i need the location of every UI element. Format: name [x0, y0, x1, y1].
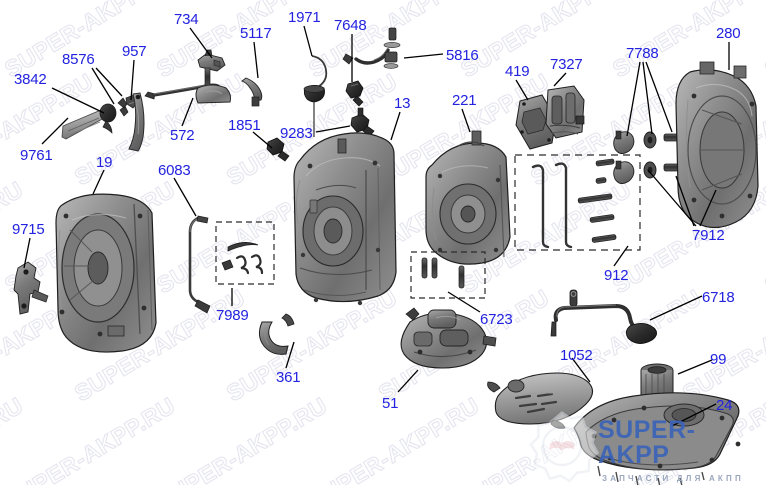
- part-912-bolt-and-pin-kit: [514, 154, 641, 251]
- part-13-main-transmission-case: [293, 132, 397, 306]
- callout-label-7327[interactable]: 7327: [550, 56, 583, 73]
- callout-label-7788[interactable]: 7788: [626, 45, 659, 62]
- callout-label-419[interactable]: 419: [505, 63, 530, 80]
- callout-label-1851[interactable]: 1851: [228, 117, 261, 134]
- callout-label-7912[interactable]: 7912: [692, 227, 725, 244]
- part-957-curved-lever-arm: [128, 92, 145, 152]
- callout-label-9283[interactable]: 9283: [280, 125, 313, 142]
- callout-label-19[interactable]: 19: [96, 154, 113, 171]
- callout-label-572[interactable]: 572: [170, 127, 195, 144]
- callout-label-957[interactable]: 957: [122, 43, 147, 60]
- part-9283-range-sensor: [350, 107, 375, 137]
- callout-label-8576[interactable]: 8576: [62, 51, 95, 68]
- callout-label-734[interactable]: 734: [174, 11, 199, 28]
- callout-label-280[interactable]: 280: [716, 25, 741, 42]
- callout-label-7648[interactable]: 7648: [334, 17, 367, 34]
- part-6718-oil-pickup-tube: [550, 289, 657, 344]
- callout-label-361[interactable]: 361: [276, 369, 301, 386]
- part-5117-park-pawl: [241, 77, 263, 107]
- callout-label-9761[interactable]: 9761: [20, 147, 53, 164]
- part-5816-breather-tube-assembly: [342, 27, 401, 69]
- callout-label-7989[interactable]: 7989: [216, 307, 249, 324]
- callout-label-99[interactable]: 99: [710, 351, 727, 368]
- callout-label-221[interactable]: 221: [452, 92, 477, 109]
- part-221-rear-case-half: [425, 130, 511, 265]
- part-7989-small-clip-kit: [215, 221, 275, 285]
- part-6083-oil-feed-tube: [188, 215, 211, 314]
- callout-label-6723[interactable]: 6723: [480, 311, 513, 328]
- part-6723-dowel-pin-set: [410, 251, 486, 299]
- callout-label-51[interactable]: 51: [382, 395, 399, 412]
- callout-label-912[interactable]: 912: [604, 267, 629, 284]
- part-9715-shift-bracket: [13, 261, 49, 315]
- callout-label-6718[interactable]: 6718: [702, 289, 735, 306]
- part-280-bell-housing-cover: [675, 61, 759, 229]
- callout-label-9715[interactable]: 9715: [12, 221, 45, 238]
- callout-label-1052[interactable]: 1052: [560, 347, 593, 364]
- part-7648-speed-sensor: [345, 80, 364, 107]
- part-419-separator-plate-gasket: [515, 94, 557, 150]
- callout-label-13[interactable]: 13: [394, 95, 411, 112]
- part-51-valve-body-assembly: [400, 307, 497, 369]
- callout-label-6083[interactable]: 6083: [158, 162, 191, 179]
- part-19-bell-housing: [55, 193, 157, 353]
- callout-label-1971[interactable]: 1971: [288, 9, 321, 26]
- callout-label-5117[interactable]: 5117: [240, 25, 272, 42]
- callout-label-24[interactable]: 24: [716, 397, 733, 414]
- callout-label-5816[interactable]: 5816: [446, 47, 479, 64]
- part-7788-seal-washer-set: [613, 130, 657, 184]
- part-1971-vent-cap-with-loop: [303, 55, 328, 137]
- callout-label-3842[interactable]: 3842: [14, 71, 47, 88]
- part-7327-solenoid-body: [545, 85, 585, 139]
